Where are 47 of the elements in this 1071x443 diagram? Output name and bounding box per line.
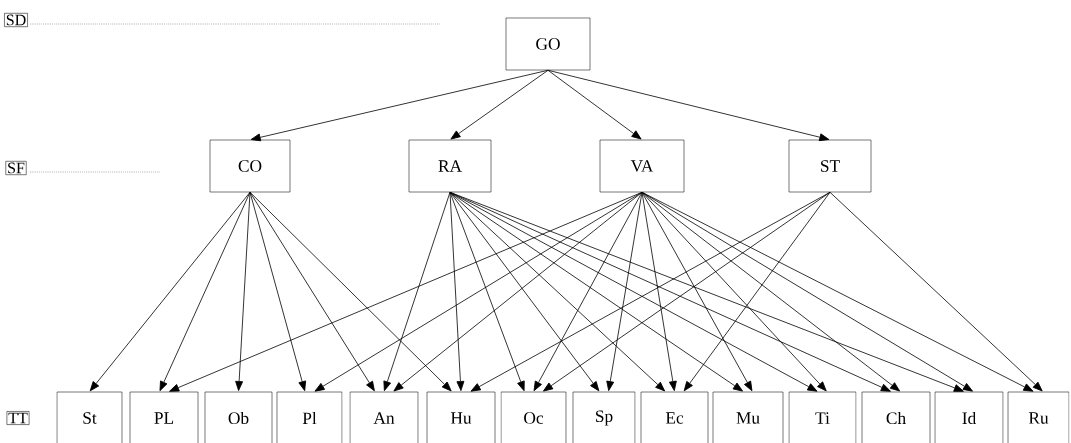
- arrow: [449, 191, 743, 392]
- arrow: [250, 69, 549, 142]
- arrow: [606, 191, 643, 391]
- arrow: [533, 191, 643, 392]
- arrow: [249, 191, 307, 392]
- arrow: [543, 191, 831, 392]
- arrow: [249, 191, 452, 392]
- node-box: Sp: [572, 391, 636, 443]
- arrow: [641, 191, 753, 392]
- arrow: [547, 69, 830, 142]
- node-box: Ob: [204, 391, 273, 443]
- node-box: An: [349, 391, 419, 443]
- arrow: [449, 191, 666, 392]
- node-box: GO: [505, 17, 591, 71]
- arrow: [235, 191, 251, 391]
- arrow: [683, 191, 831, 392]
- arrow: [449, 191, 465, 391]
- node-box: Ti: [788, 391, 857, 443]
- arrow: [89, 191, 251, 392]
- arrow: [449, 191, 525, 392]
- arrow: [450, 69, 549, 140]
- level-label: SF: [5, 161, 27, 175]
- node-box: Oc: [500, 391, 567, 443]
- arrow: [641, 191, 827, 392]
- arrow: [641, 191, 677, 391]
- node-box: St: [56, 391, 123, 443]
- arrow: [547, 69, 642, 140]
- node-box: Hu: [426, 391, 496, 443]
- node-box: Ec: [640, 391, 709, 443]
- arrow: [641, 191, 1034, 392]
- arrow: [641, 191, 973, 392]
- node-box: Pl: [276, 391, 343, 443]
- node-box: PL: [129, 391, 199, 443]
- node-box: CO: [209, 139, 291, 193]
- node-box: Ch: [861, 391, 931, 443]
- node-box: VA: [599, 139, 685, 193]
- node-box: Id: [934, 391, 1004, 443]
- arrow: [393, 191, 643, 392]
- arrow: [829, 191, 1043, 392]
- node-box: Mu: [712, 391, 784, 443]
- node-box: RA: [408, 139, 492, 193]
- arrow: [159, 191, 251, 392]
- level-label: TT: [6, 411, 30, 425]
- level-label: SD: [4, 13, 28, 27]
- node-box: ST: [788, 139, 872, 193]
- arrow: [314, 191, 643, 392]
- node-box: Ru: [1007, 391, 1070, 443]
